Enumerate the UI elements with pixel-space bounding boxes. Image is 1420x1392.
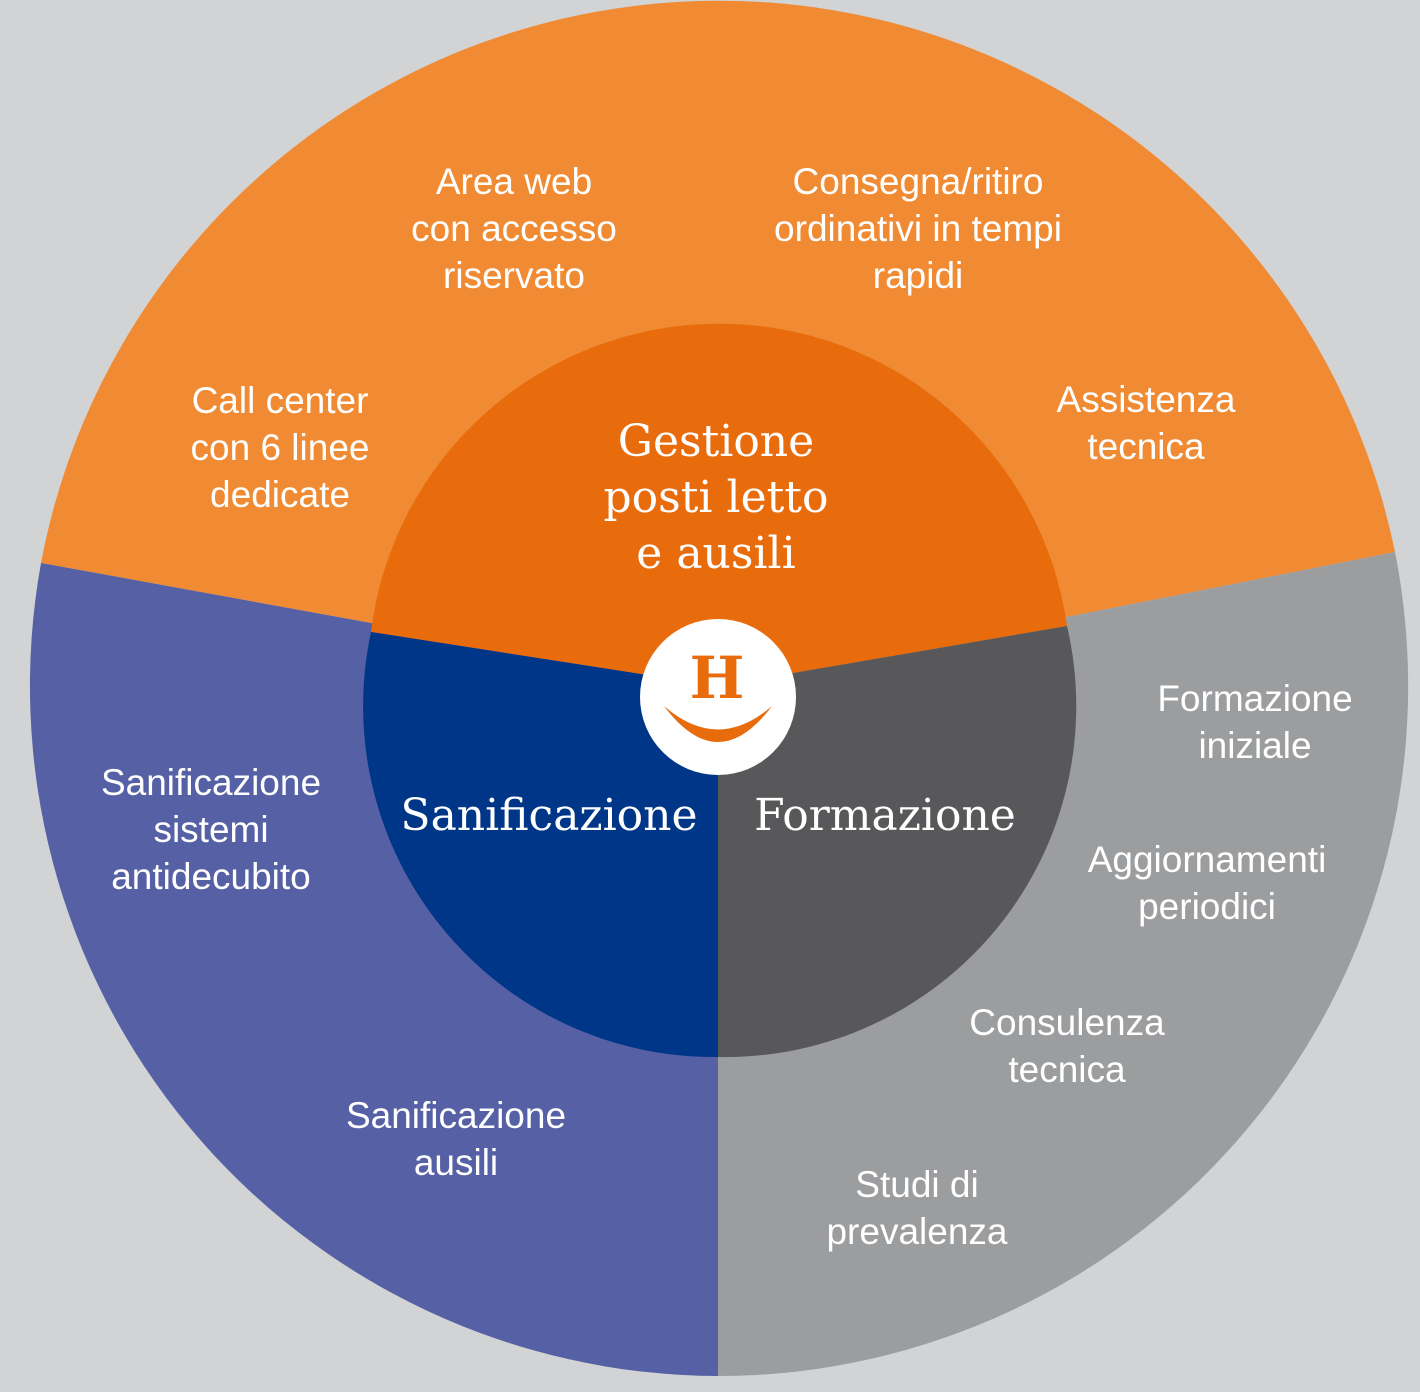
center-logo: H [640, 619, 796, 775]
hub-title-gestione: Gestione posti letto e ausili [604, 416, 829, 579]
service-item-line: Consegna/ritiro [793, 161, 1044, 202]
service-item-line: dedicate [210, 474, 350, 515]
service-item-aggiornamenti: Aggiornamenti periodici [1088, 839, 1327, 927]
service-item-line: Sanificazione [346, 1095, 566, 1136]
logo-letter: H [690, 644, 745, 712]
service-item-studi: Studi di prevalenza [826, 1164, 1007, 1252]
service-item-line: periodici [1138, 886, 1276, 927]
service-item-line: prevalenza [826, 1211, 1007, 1252]
service-item-assistenza: Assistenza tecnica [1057, 379, 1236, 467]
service-item-consegna: Consegna/ritiro ordinativi in tempi rapi… [774, 161, 1062, 296]
inner-sector-gestione [371, 323, 1067, 686]
logo-circle [640, 619, 796, 775]
service-item-call-center: Call center con 6 linee dedicate [191, 380, 370, 515]
service-item-line: Studi di [855, 1164, 978, 1205]
service-item-sanificazione-ausili: Sanificazione ausili [346, 1095, 566, 1183]
service-item-line: Assistenza [1057, 379, 1236, 420]
service-item-line: Sanificazione [101, 762, 321, 803]
service-item-line: con accesso [411, 208, 617, 249]
service-item-line: Aggiornamenti [1088, 839, 1327, 880]
service-item-line: tecnica [1087, 426, 1205, 467]
service-item-line: Formazione [1157, 678, 1352, 719]
service-item-line: Call center [192, 380, 369, 421]
logo-smile-mark [664, 706, 772, 742]
service-item-line: Consulenza [969, 1002, 1165, 1043]
hub-title-formazione: Formazione [754, 790, 1016, 841]
service-item-formazione-iniziale: Formazione iniziale [1157, 678, 1352, 766]
hub-title-gestione-line: Gestione [618, 416, 814, 467]
hub-title-gestione-line: e ausili [636, 528, 795, 579]
service-item-line: con 6 linee [191, 427, 370, 468]
service-item-line: ausili [414, 1142, 498, 1183]
service-item-consulenza: Consulenza tecnica [969, 1002, 1165, 1090]
inner-sector-formazione [718, 626, 1077, 1058]
service-item-line: sistemi [153, 809, 268, 850]
service-item-line: tecnica [1008, 1049, 1126, 1090]
service-item-line: iniziale [1198, 725, 1311, 766]
service-item-line: ordinativi in tempi [774, 208, 1062, 249]
service-item-area-web: Area web con accesso riservato [411, 161, 617, 296]
inner-ring [363, 323, 1077, 1058]
service-item-line: riservato [443, 255, 585, 296]
service-item-line: rapidi [873, 255, 964, 296]
hub-title-gestione-line: posti letto [604, 472, 829, 523]
inner-sector-sanificazione [363, 632, 718, 1058]
hub-title-sanificazione: Sanificazione [400, 790, 697, 841]
h-smile-logo-icon: H [664, 644, 772, 742]
service-item-line: antidecubito [111, 856, 311, 897]
service-item-sanificazione-sistemi: Sanificazione sistemi antidecubito [101, 762, 321, 897]
service-item-line: Area web [436, 161, 592, 202]
